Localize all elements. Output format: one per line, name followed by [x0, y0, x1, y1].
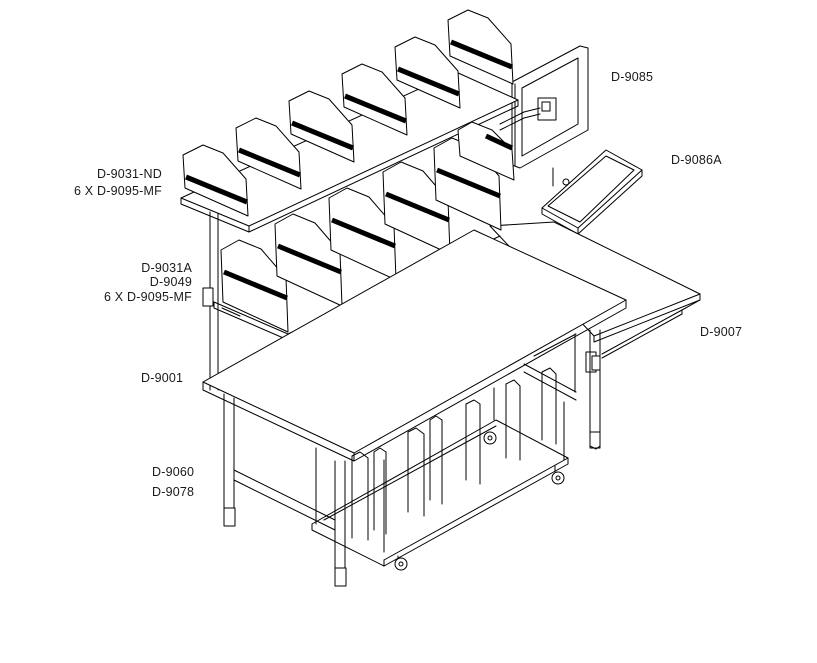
front-left-leg — [223, 393, 236, 527]
table-legs — [223, 333, 576, 587]
label-middle-dividers: 6 X D-9095-MF — [103, 290, 192, 304]
middle-divider-6 — [457, 121, 515, 181]
label-d9031a: D-9031A — [141, 261, 192, 275]
upper-divider-3 — [288, 90, 355, 163]
cart-casters — [394, 431, 565, 571]
label-d9031-nd: D-9031-ND — [96, 167, 162, 181]
front-right-leg — [334, 460, 347, 587]
middle-dividers — [220, 121, 515, 333]
label-upper-dividers: 6 X D-9095-MF — [73, 184, 162, 198]
label-d9007: D-9007 — [700, 325, 743, 339]
cart-dividers — [351, 367, 557, 541]
upper-divider-2 — [235, 117, 302, 190]
label-d9086a: D-9086A — [671, 153, 722, 167]
upper-divider-4 — [341, 63, 408, 136]
keyboard-tray — [541, 149, 643, 235]
upper-divider-1 — [182, 144, 249, 217]
upper-divider-6 — [447, 9, 514, 85]
table-top — [202, 229, 627, 462]
upper-dividers — [182, 9, 514, 217]
label-d9049: D-9049 — [149, 275, 192, 289]
side-return-shelf — [489, 221, 701, 373]
upper-divider-5 — [394, 36, 461, 109]
label-d9085: D-9085 — [611, 70, 654, 84]
label-d9001: D-9001 — [141, 371, 184, 385]
monitor-panel — [499, 45, 589, 169]
sorting-cart — [311, 367, 569, 571]
middle-divider-3 — [328, 187, 397, 281]
frame-rails — [233, 333, 577, 531]
label-d9060: D-9060 — [152, 465, 195, 479]
label-d9078: D-9078 — [152, 485, 195, 499]
back-posts — [202, 211, 601, 450]
